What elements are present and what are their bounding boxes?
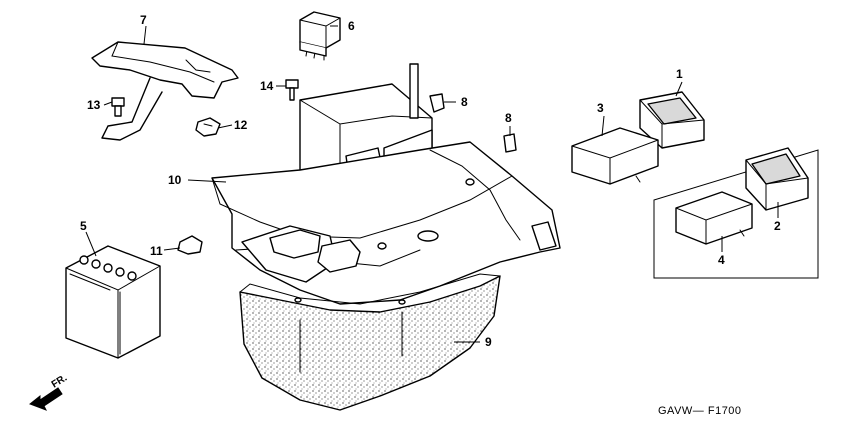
callout-11: 11: [150, 244, 163, 258]
callout-10: 10: [168, 173, 182, 187]
callout-14: 14: [260, 79, 274, 93]
callout-6: 6: [348, 19, 355, 33]
callout-1: 1: [676, 67, 683, 81]
clip-11-part: [177, 235, 203, 255]
mud-guard-part: [239, 273, 501, 411]
callout-8b: 8: [505, 111, 512, 125]
front-direction-label: FR.: [50, 373, 70, 391]
callout-4: 4: [718, 253, 725, 267]
callout-5: 5: [80, 219, 87, 233]
rear-fender-part: [211, 141, 561, 305]
callout-13: 13: [87, 98, 101, 112]
rubber-mount-2-part: [745, 147, 809, 211]
callout-12: 12: [234, 118, 248, 132]
module-4-part: [675, 191, 753, 245]
bolt-14-part: [285, 79, 299, 101]
module-3-part: [571, 127, 659, 185]
callout-2: 2: [774, 219, 781, 233]
clip-nut-12-part: [195, 117, 221, 137]
callout-7: 7: [140, 13, 147, 27]
callout-3: 3: [597, 101, 604, 115]
callout-labels: 1 2 3 4 5 6 7 8 8 9 10 11 12 13 14: [80, 13, 781, 349]
battery-stay-bracket-part: [91, 41, 239, 141]
callout-8a: 8: [461, 95, 468, 109]
rubber-mount-1-part: [639, 91, 705, 149]
battery-part: [65, 245, 161, 359]
clip-nut-8b-part: [503, 133, 517, 153]
callout-9: 9: [485, 335, 492, 349]
relay-part: [299, 11, 341, 61]
front-direction-arrow: FR.: [29, 373, 70, 411]
clip-nut-8a-part: [429, 93, 445, 113]
bolt-13-part: [111, 97, 125, 117]
option-separator-line: [653, 149, 819, 279]
drawing-code: GAVW— F1700: [658, 405, 742, 417]
leader-lines: [85, 25, 779, 343]
